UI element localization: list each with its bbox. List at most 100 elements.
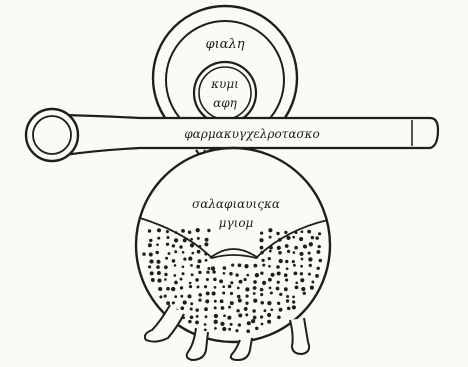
- stipple-dot: [268, 278, 272, 282]
- stipple-dot: [253, 286, 257, 290]
- stipple-dot: [196, 315, 199, 318]
- stipple-dot: [301, 258, 304, 261]
- stipple-dot: [267, 301, 271, 305]
- stipple-dot: [287, 250, 290, 253]
- stipple-dot: [293, 264, 296, 267]
- stipple-dot: [253, 316, 257, 320]
- stipple-dot: [246, 329, 250, 333]
- stipple-dot: [316, 267, 319, 270]
- stipple-dot: [175, 231, 178, 234]
- stipple-dot: [191, 252, 194, 255]
- stipple-dot: [156, 243, 159, 246]
- lid-outer-ring: [194, 62, 256, 124]
- stipple-dot: [228, 306, 231, 309]
- stipple-dot: [198, 259, 202, 263]
- stipple-dot: [230, 292, 233, 295]
- stipple-dot: [171, 287, 175, 291]
- stipple-dot: [183, 300, 187, 304]
- stipple-dot: [284, 231, 287, 234]
- stipple-dot: [206, 271, 209, 274]
- stipple-dot: [214, 327, 217, 330]
- stipple-dot: [195, 320, 199, 324]
- stipple-dot: [148, 229, 151, 232]
- stipple-dot: [159, 295, 162, 298]
- stipple-dot: [223, 272, 226, 275]
- stipple-dot: [164, 273, 167, 276]
- stipple-dot: [172, 259, 176, 263]
- stipple-dot: [308, 252, 311, 255]
- stipple-dot: [293, 251, 296, 254]
- stipple-dot: [286, 295, 289, 298]
- stipple-dot: [230, 281, 233, 284]
- stipple-dot: [156, 265, 160, 269]
- stipple-dot: [246, 274, 249, 277]
- stipple-dot: [149, 253, 153, 257]
- stipple-dot: [206, 291, 210, 295]
- stipple-dot: [277, 281, 280, 284]
- stipple-dot: [198, 271, 201, 274]
- stipple-dot: [301, 287, 305, 291]
- stipple-dot: [311, 281, 314, 284]
- stipple-dot: [315, 236, 318, 239]
- stipple-dot: [196, 265, 200, 269]
- stipple-dot: [260, 315, 263, 318]
- stipple-dot: [148, 243, 152, 247]
- stipple-dot: [253, 264, 257, 268]
- stipple-dot: [294, 246, 298, 250]
- stipple-dot: [253, 299, 257, 303]
- stipple-dot: [238, 263, 242, 267]
- stipple-dot: [235, 273, 238, 276]
- stipple-dot: [214, 286, 217, 289]
- stipple-dot: [300, 278, 304, 282]
- stipple-dot: [295, 282, 298, 285]
- stipple-dot: [155, 251, 158, 254]
- stipple-dot: [164, 295, 167, 298]
- stipple-dot: [205, 315, 208, 318]
- stipple-dot: [228, 285, 232, 289]
- stipple-dot: [157, 237, 160, 240]
- stipple-dot: [292, 236, 295, 239]
- stipple-dot: [227, 316, 231, 320]
- stipple-dot: [318, 232, 321, 235]
- stipple-dot: [223, 266, 227, 270]
- stipple-dot: [315, 274, 319, 278]
- stipple-dot: [255, 273, 259, 277]
- stipple-dot: [151, 278, 155, 282]
- stipple-dot: [277, 315, 281, 319]
- stipple-dot: [214, 320, 218, 324]
- stipple-dot: [318, 245, 321, 248]
- stipple-dot: [319, 259, 323, 263]
- stipple-dot: [260, 272, 263, 275]
- stipple-dot: [166, 236, 169, 239]
- stipple-dot: [204, 252, 207, 255]
- stipple-dot: [269, 246, 273, 250]
- stipple-dot: [310, 286, 314, 290]
- stipple-dot: [244, 278, 247, 281]
- stipple-dot: [183, 257, 186, 260]
- stipple-dot: [214, 314, 218, 318]
- stipple-dot: [278, 238, 282, 242]
- stipple-dot: [180, 295, 183, 298]
- stipple-dot: [285, 278, 288, 281]
- stipple-dot: [168, 252, 171, 255]
- stipple-dot: [187, 294, 191, 298]
- lid-inner-ring: [199, 67, 251, 119]
- stipple-dot: [214, 306, 217, 309]
- stipple-dot: [197, 286, 200, 289]
- stipple-dot: [158, 287, 162, 291]
- stipple-dot: [262, 281, 266, 285]
- stipple-dot: [300, 265, 303, 268]
- stipple-dot: [190, 315, 194, 319]
- stipple-dot: [276, 232, 279, 235]
- stipple-dot: [292, 260, 295, 263]
- stipple-dot: [206, 278, 209, 281]
- stipple-dot: [207, 229, 210, 232]
- stipple-dot: [230, 323, 233, 326]
- stipple-dot: [180, 278, 183, 281]
- stipple-dot: [245, 313, 248, 316]
- stipple-dot: [198, 298, 201, 301]
- stipple-dot: [228, 328, 231, 331]
- stipple-dot: [260, 293, 263, 296]
- stipple-dot: [222, 285, 225, 288]
- stipple-dot: [247, 321, 251, 325]
